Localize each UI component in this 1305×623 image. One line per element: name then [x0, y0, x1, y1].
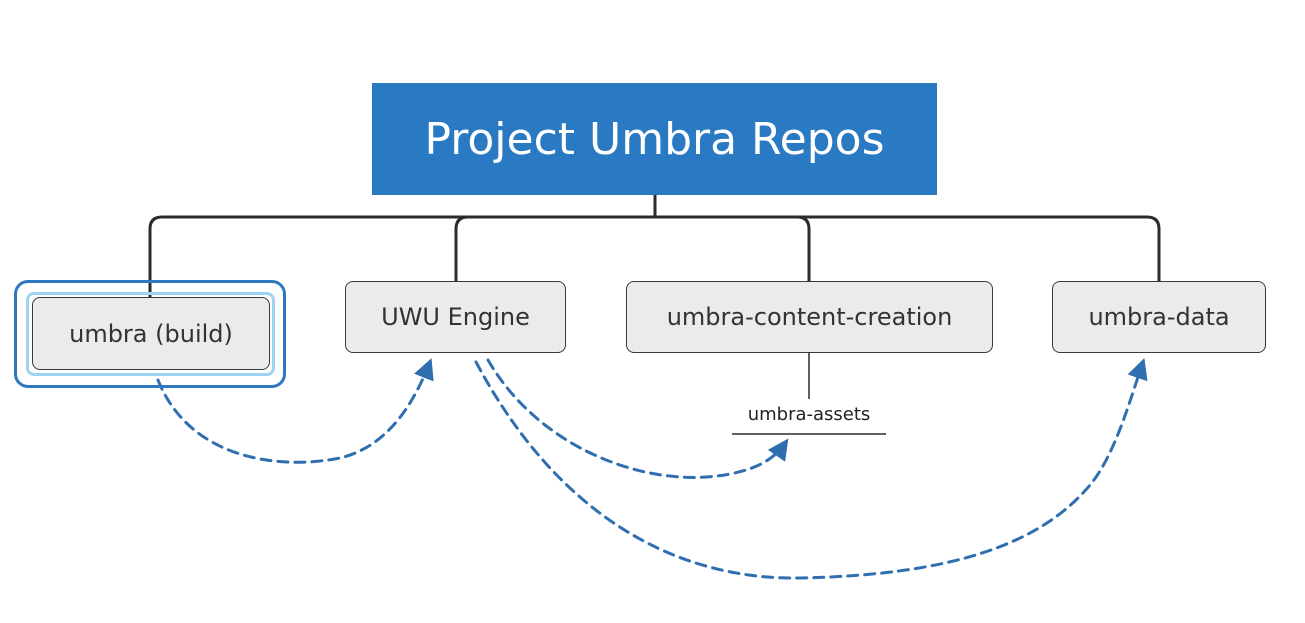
root-topic-title[interactable]: Project Umbra Repos	[372, 83, 937, 195]
selection-outline-outer	[14, 280, 286, 388]
dependency-arrow-build-to-engine	[156, 358, 434, 464]
subtopic-label: umbra-assets	[747, 403, 871, 425]
connector-to-uwu-engine	[454, 215, 470, 283]
topic-label: umbra-data	[1088, 303, 1230, 331]
dependency-arrow-engine-to-assets	[486, 358, 789, 479]
connector-to-umbra-content-creation	[795, 215, 811, 283]
selection-outline-inner	[26, 292, 275, 376]
topic-label: UWU Engine	[381, 303, 530, 331]
topic-umbra-content-creation[interactable]: umbra-content-creation	[626, 281, 993, 353]
topic-umbra-build[interactable]: umbra (build)	[32, 297, 270, 370]
topic-uwu-engine[interactable]: UWU Engine	[345, 281, 566, 353]
connector-to-umbra-data	[653, 215, 1161, 283]
subtopic-umbra-assets[interactable]: umbra-assets	[732, 399, 886, 429]
topic-umbra-data[interactable]: umbra-data	[1052, 281, 1266, 353]
root-topic-label: Project Umbra Repos	[424, 113, 885, 165]
topic-label: umbra-content-creation	[666, 303, 953, 331]
connector-to-umbra-build	[148, 215, 657, 300]
dependency-arrow-engine-to-data	[474, 358, 1148, 580]
topic-label: umbra (build)	[69, 319, 233, 348]
